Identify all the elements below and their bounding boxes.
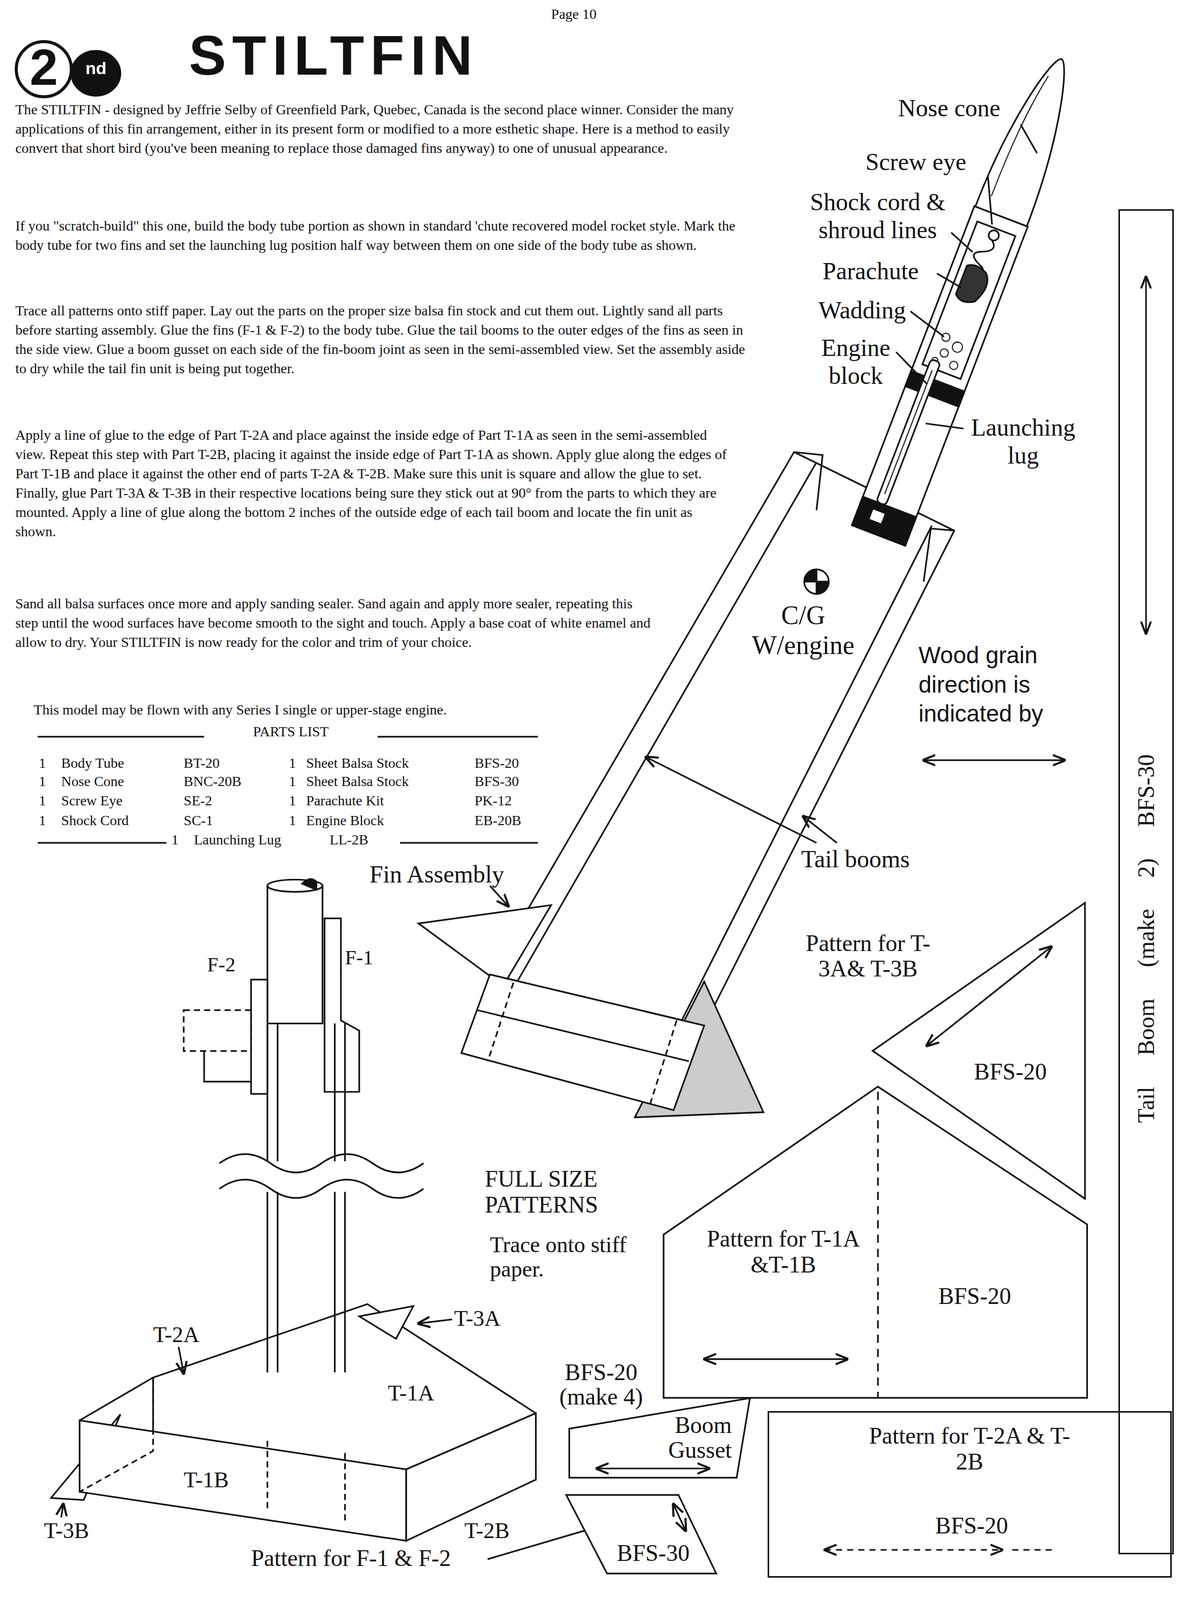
pattern-text: BFS-30 (607, 1540, 700, 1567)
pattern-rectangle: Pattern for T-2A & T-2B BFS-20 (767, 1410, 1172, 1578)
table-cell: Body Tube (61, 754, 182, 772)
table-cell: Launching Lug (193, 831, 322, 848)
badge-text: 2 (21, 41, 66, 93)
callout-label: Launching lug (954, 413, 1093, 470)
table-cell: 1 (288, 792, 305, 809)
pattern-text: BFS-20 (889, 1512, 1054, 1539)
table-cell: 1 (288, 812, 305, 829)
exploded-view (51, 878, 537, 1541)
callout-label: Fin Assembly (369, 860, 554, 888)
side-view (37, 48, 1088, 1117)
table-cell: PK-12 (474, 792, 572, 809)
callout-label: Screw eye (865, 147, 1019, 176)
pattern-text: Pattern for T-3A& T-3B (783, 930, 953, 982)
pattern-text: Boom Gusset (637, 1412, 732, 1463)
table-cell: Nose Cone (61, 773, 182, 790)
table-cell: 1 (38, 792, 59, 809)
callout-label: Nose cone (898, 93, 1062, 122)
pattern-text: Pattern for F-1 & F-2 (251, 1545, 452, 1572)
badge: 2 nd (15, 36, 123, 103)
pattern-text: Tail Boom (make 2) BFS-30 (1133, 754, 1160, 1124)
pattern-text: BFS-20 (954, 1059, 1067, 1085)
table-cell: Shock Cord (61, 812, 182, 829)
table-cell: SE-2 (183, 792, 281, 809)
callout-label: Parachute (822, 256, 966, 285)
table-cell: 1 (38, 812, 59, 829)
note: Trace onto stiff paper. (489, 1232, 644, 1282)
table-cell: 1 (38, 754, 59, 772)
body-paragraph: The STILTFIN - designed by Jeffrie Selby… (15, 100, 752, 158)
pattern-text: Pattern for T-1A &T-1B (694, 1226, 873, 1278)
body-paragraph: This model may be flown with any Series … (33, 700, 748, 720)
body-paragraph: If you "scratch-build" this one, build t… (15, 216, 752, 255)
part-label: T-1B (183, 1467, 256, 1494)
pattern-text: Pattern for T-2A & T-2B (867, 1423, 1072, 1475)
table-cell: Sheet Balsa Stock (306, 773, 470, 790)
part-label: T-2B (464, 1518, 537, 1544)
badge-text: nd (73, 59, 119, 77)
table-cell: BFS-30 (474, 773, 572, 790)
body-paragraph: Apply a line of glue to the edge of Part… (15, 425, 730, 542)
table-cell: Sheet Balsa Stock (306, 754, 470, 772)
callout-label: C/G W/engine (736, 600, 870, 662)
table-cell: SC-1 (183, 812, 281, 829)
title: STILTFIN (188, 24, 479, 86)
table-cell: Screw Eye (61, 792, 182, 809)
body-paragraph: Sand all balsa surfaces once more and ap… (15, 594, 658, 652)
pattern-pentagon: Pattern for T-1A &T-1B BFS-20 (658, 1081, 1093, 1403)
table-cell: 1 (288, 754, 305, 772)
part-label: F-1 (344, 945, 396, 970)
pattern-text: BFS-20 (make 4) (543, 1360, 658, 1410)
callout-label: Wadding (818, 295, 931, 324)
note: FULL SIZE PATTERNS (484, 1166, 649, 1218)
part-label: T-3A (454, 1305, 526, 1332)
pattern-strip: Tail Boom (make 2) BFS-30 (1118, 209, 1174, 1555)
table-cell: 1 (38, 773, 59, 790)
pattern-parallelogram: Pattern for F-1 & F-2 BFS-30 (244, 1489, 720, 1580)
table-cell: Engine Block (306, 812, 470, 829)
pattern-text: BFS-20 (908, 1283, 1041, 1310)
table-cell: 1 (288, 773, 305, 790)
callout-label: Wood grain direction is indicated by (918, 640, 1108, 729)
callout-label: Shock cord & shroud lines (785, 187, 970, 244)
pattern-gusset: BFS-20 (make 4)Boom Gusset (540, 1360, 755, 1483)
part-label: F-2 (207, 952, 259, 977)
part-label: T-1A (387, 1380, 460, 1407)
table-heading: PARTS LIST (209, 723, 373, 740)
body-paragraph: Trace all patterns onto stiff paper. Lay… (15, 301, 752, 379)
callout-label: Tail booms (801, 844, 965, 873)
page-number: Page 10 (551, 6, 664, 23)
part-label: T-3B (43, 1518, 116, 1544)
table-cell: BFS-20 (474, 754, 572, 772)
table-cell: 1 (171, 831, 190, 848)
table-cell: Parachute Kit (306, 792, 470, 809)
table-cell: LL-2B (329, 831, 407, 848)
part-label: T-2A (153, 1322, 225, 1348)
table-cell: BT-20 (183, 754, 281, 772)
table-cell: BNC-20B (183, 773, 281, 790)
table-cell: EB-20B (474, 812, 572, 829)
callout-label: Engine block (802, 333, 910, 390)
